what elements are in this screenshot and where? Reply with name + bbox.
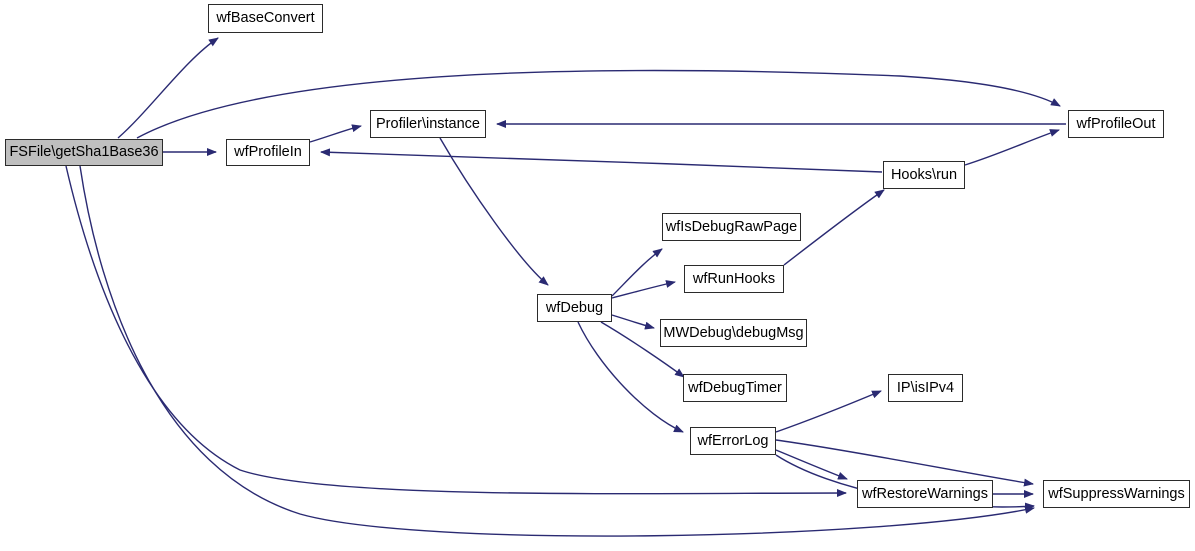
graph-node-wfProfileOut[interactable]: wfProfileOut — [1068, 110, 1164, 138]
graph-node-label: wfIsDebugRawPage — [665, 218, 798, 235]
graph-node-label: Profiler\instance — [376, 115, 480, 132]
edge-wfErrorLog-to-wfRestoreWarnings — [775, 449, 848, 480]
graph-node-label: IP\isIPv4 — [896, 379, 955, 396]
edge-getSha1Base36-to-wfRestoreWarnings — [65, 165, 847, 498]
edge-wfDebug-to-wfRunHooks — [611, 280, 676, 299]
graph-node-label: wfRestoreWarnings — [862, 485, 988, 502]
graph-node-wfIsDebugRawPage[interactable]: wfIsDebugRawPage — [662, 213, 801, 241]
edge-wfDebug-to-wfDebugTimer — [600, 321, 685, 378]
edge-wfProfileIn-to-ProfilerInstance — [309, 124, 362, 143]
graph-node-label: wfProfileOut — [1076, 115, 1156, 132]
graph-node-label: wfBaseConvert — [216, 10, 315, 27]
edge-getSha1Base36-to-wfBaseConvert — [117, 37, 219, 139]
edge-wfDebug-to-MWDebugDebugMsg — [611, 314, 655, 330]
graph-node-wfDebug[interactable]: wfDebug — [537, 294, 612, 322]
graph-node-wfProfileIn[interactable]: wfProfileIn — [226, 139, 310, 166]
edge-wfDebug-to-wfErrorLog — [577, 321, 684, 433]
edge-HooksRun-to-wfProfileOut — [964, 129, 1060, 166]
graph-node-label: wfRunHooks — [692, 270, 776, 287]
graph-node-ProfilerInstance[interactable]: Profiler\instance — [370, 110, 486, 138]
edge-wfErrorLog-to-wfSuppressWarnings — [775, 439, 1034, 487]
graph-node-label: Hooks\run — [890, 166, 958, 183]
graph-node-wfRunHooks[interactable]: wfRunHooks — [684, 265, 784, 293]
graph-node-wfBaseConvert[interactable]: wfBaseConvert — [208, 4, 323, 33]
graph-node-wfSuppressWarnings[interactable]: wfSuppressWarnings — [1043, 480, 1190, 508]
graph-node-label: FSFile\getSha1Base36 — [9, 144, 159, 161]
edge-wfErrorLog-to-IPisIPv4 — [775, 390, 882, 433]
edge-wfRunHooks-to-HooksRun — [783, 189, 885, 266]
edge-paths — [65, 37, 1066, 537]
graph-node-IPisIPv4[interactable]: IP\isIPv4 — [888, 374, 963, 402]
edge-getSha1Base36-to-wfProfileOut — [136, 69, 1061, 139]
graph-node-getSha1Base36[interactable]: FSFile\getSha1Base36 — [5, 139, 163, 166]
edge-ProfilerInstance-to-wfDebug — [439, 137, 549, 286]
edge-HooksRun-to-wfProfileIn — [320, 148, 883, 173]
edge-getSha1Base36-to-wfSuppressWarnings — [79, 165, 1035, 537]
graph-node-label: MWDebug\debugMsg — [663, 324, 804, 341]
graph-node-label: wfDebugTimer — [688, 379, 782, 396]
graph-node-label: wfProfileIn — [234, 144, 302, 161]
graph-node-label: wfErrorLog — [697, 432, 769, 449]
graph-node-label: wfSuppressWarnings — [1048, 485, 1185, 502]
graph-node-wfRestoreWarnings[interactable]: wfRestoreWarnings — [857, 480, 993, 508]
graph-node-label: wfDebug — [545, 299, 604, 316]
graph-node-HooksRun[interactable]: Hooks\run — [883, 161, 965, 189]
graph-node-MWDebugDebugMsg[interactable]: MWDebug\debugMsg — [660, 319, 807, 347]
edge-wfDebug-to-wfIsDebugRawPage — [611, 248, 663, 297]
graph-node-wfErrorLog[interactable]: wfErrorLog — [690, 427, 776, 455]
graph-node-wfDebugTimer[interactable]: wfDebugTimer — [683, 374, 787, 402]
